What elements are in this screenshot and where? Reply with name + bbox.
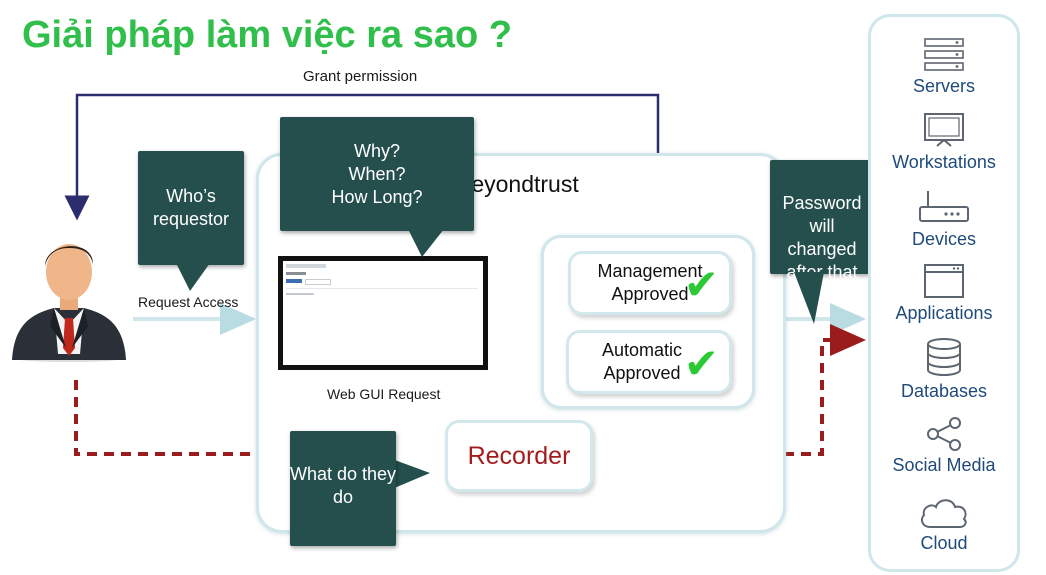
check-icon: ✔ [683,260,719,309]
target-label: Cloud [920,533,968,553]
requestor-person-icon [12,244,126,362]
password-line3: changed [787,239,857,259]
what-do-they-do-box: What do they do [290,431,396,546]
howlong-text: How Long? [331,186,423,207]
callout-tail [392,459,430,489]
target-label: Social Media [892,455,996,475]
server-icon [924,38,964,71]
gui-filter [305,279,331,285]
web-gui-screenshot [278,256,488,370]
what-do-they-do-callout: What do they do [290,431,430,547]
database-icon [927,338,961,377]
target-systems-panel: Servers Workstations Devices Application… [868,14,1020,572]
recording-path [74,324,866,456]
management-line2: Approved [611,284,689,304]
what-line1: What do they [289,463,397,484]
callout-tail [794,272,824,324]
gui-heading [286,272,306,275]
gui-header-rule [286,288,478,289]
why-when-callout: Why? When? How Long? [280,117,474,257]
gui-button [286,279,302,283]
password-line2: will [809,216,835,236]
password-changed-callout: Password will changed after that [770,160,874,324]
automatic-line1: Automatic [601,340,683,360]
why-when-box: Why? When? How Long? [280,117,474,231]
target-workstations: Workstations [871,112,1017,173]
application-window-icon [924,264,964,298]
target-label: Applications [895,303,993,323]
whos-requestor-callout: Who’s requestor [138,151,244,291]
target-databases: Databases [871,337,1017,402]
target-label: Servers [912,76,975,96]
when-text: When? [348,163,406,184]
automatic-line2: Approved [603,363,681,383]
web-gui-request-label: Web GUI Request [327,386,441,402]
target-social-media: Social Media [871,417,1017,476]
share-icon [927,417,961,451]
cloud-icon [921,499,967,528]
vendor-name: Beyondtrust [456,171,579,197]
check-icon: ✔ [683,339,719,388]
password-line1: Password [782,193,862,213]
what-line2: do [332,486,354,507]
grant-permission-label: Grant permission [303,68,418,85]
password-changed-box: Password will changed after that [770,160,874,282]
whos-requestor-box: Who’s requestor [138,151,244,265]
whos-requestor-text: Who’s requestor [152,186,230,229]
page-title: Giải pháp làm việc ra sao ? [22,14,512,56]
target-label: Databases [900,381,988,401]
monitor-icon [924,113,964,147]
callout-tail [408,229,444,257]
target-label: Workstations [892,152,996,172]
why-text: Why? [353,140,400,161]
request-access-label: Request Access [138,294,239,310]
target-cloud: Cloud [871,497,1017,554]
router-icon [919,191,969,222]
recorder-box: Recorder [445,420,593,492]
management-line1: Management [597,261,703,281]
automatic-approved-box: Automatic Approved ✔ [566,330,732,394]
callout-tail [176,263,210,291]
target-servers: Servers [871,38,1017,97]
management-approved-box: Management Approved ✔ [568,251,732,315]
target-devices: Devices [871,189,1017,250]
target-applications: Applications [871,263,1017,324]
gui-tab [286,264,326,268]
gui-row [286,293,314,295]
target-label: Devices [911,229,977,249]
